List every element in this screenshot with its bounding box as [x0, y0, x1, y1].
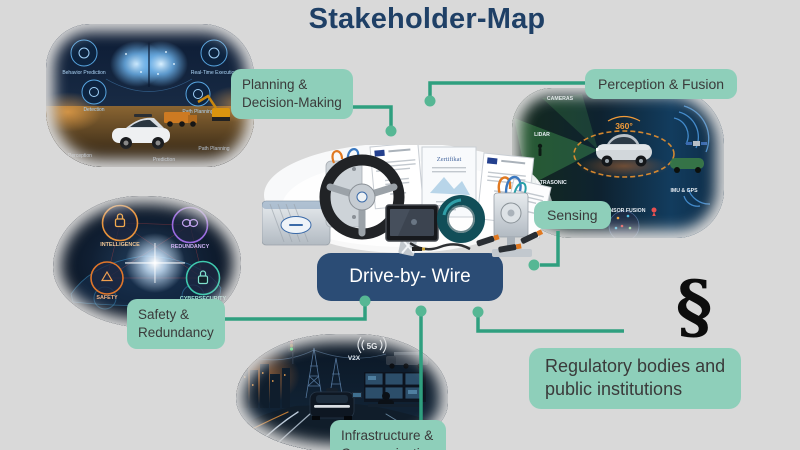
infrastructure-label-line1: Infrastructure &	[341, 428, 434, 443]
connector-plugs	[409, 229, 544, 253]
connector-dot-regulatory	[472, 306, 484, 318]
lock-icon	[114, 218, 126, 228]
page-title: Stakeholder-Map	[308, 3, 546, 35]
car-rear	[309, 388, 355, 420]
perception-label: Perception & Fusion	[585, 69, 738, 100]
satellite-icon	[686, 141, 707, 146]
sensing-image-label: IMU & GPS	[670, 188, 698, 194]
planning-ground-label: Path Planning	[198, 146, 229, 152]
pedestrian	[537, 143, 543, 156]
sensing-image-label: LIDAR	[534, 132, 550, 138]
power-towers	[245, 347, 387, 399]
safety-label-line2: Redundancy	[138, 324, 214, 340]
safety-image-label: INTELLIGENCE	[100, 242, 140, 248]
drive-by-wire-node: Drive-by- Wire	[317, 253, 503, 301]
connector-dot-planning	[385, 125, 397, 137]
sensing-label: Sensing	[534, 201, 611, 230]
lidar-cone	[514, 118, 598, 186]
planning-ground-label: Prediction	[153, 157, 175, 163]
connector-dot-infrastructure	[415, 305, 427, 317]
planning-label: Planning & Decision-Making	[231, 69, 353, 119]
city-skyline	[238, 362, 290, 408]
connector-safety	[225, 306, 367, 321]
control-room-monitors	[352, 372, 426, 407]
safety-label: Safety & Redundancy	[127, 299, 225, 349]
intelligence-circle: INTELLIGENCE	[100, 204, 140, 248]
sensing-image-label: ULTRASONIC	[533, 180, 567, 186]
perception-label-line1: Perception & Fusion	[598, 76, 725, 92]
traffic-light	[288, 339, 295, 364]
dump-truck	[164, 112, 197, 127]
operator-silhouette	[382, 392, 390, 400]
5g-icon: 5G	[357, 336, 387, 354]
regulatory-label: Regulatory bodies and public institution…	[529, 348, 742, 409]
map-pin-icon	[651, 207, 657, 216]
actuator	[492, 175, 532, 257]
360-label: 360°	[615, 121, 633, 131]
planning-node-label: Path Planning	[182, 109, 213, 115]
paragraph-section-icon: §	[675, 265, 713, 348]
connector-dot-perception	[424, 95, 436, 107]
steering-wheel	[319, 148, 405, 240]
connector-dot-sensing	[528, 259, 540, 271]
5g-label: 5G	[367, 342, 378, 351]
green-car	[670, 158, 704, 173]
planning-node-label: Detection	[83, 107, 104, 113]
planning-label-line2: Decision-Making	[242, 94, 342, 110]
connector-planning	[353, 105, 393, 127]
white-car	[112, 114, 170, 149]
regulatory-label-line2: public institutions	[545, 379, 683, 400]
planning-node-label: Real-Time Execution	[191, 70, 237, 76]
lock-icon	[197, 275, 209, 285]
hardware-collage-art: Zertifikat	[262, 145, 552, 257]
certificate-title: Zertifikat	[437, 156, 462, 163]
cable-coil	[437, 195, 485, 243]
warning-triangle-icon	[100, 270, 114, 282]
planning-image-art: Behavior Prediction Real-Time Execution …	[46, 24, 254, 167]
regulatory-label-line1: Regulatory bodies and	[545, 356, 726, 376]
hardware-collage: Zertifikat	[262, 145, 554, 260]
orange-wire	[331, 150, 344, 164]
infrastructure-label: Infrastructure & Communication	[330, 420, 446, 450]
planning-node-label: Behavior Prediction	[62, 70, 106, 76]
safety-image-label: SAFETY	[96, 295, 118, 301]
planning-ground-label: Perception	[68, 153, 92, 159]
safety-circle: SAFETY	[90, 261, 124, 301]
safety-image-label: REDUNDANCY	[171, 244, 210, 250]
sensing-image-label: SENSOR FUSION	[603, 208, 646, 214]
brain-icon	[110, 41, 188, 87]
planning-label-line1: Planning &	[242, 77, 308, 92]
sensor-fusion-dome	[608, 210, 640, 238]
excavator	[197, 94, 230, 121]
ecu-box	[262, 200, 331, 246]
planning-node-circles: Behavior Prediction Real-Time Execution …	[62, 39, 237, 115]
drive-by-wire-label: Drive-by- Wire	[349, 266, 471, 287]
sensing-image-label: CAMERAS	[547, 96, 574, 102]
display-unit	[385, 204, 439, 257]
redundancy-circle: REDUNDANCY	[171, 206, 210, 250]
safety-label-line1: Safety &	[138, 307, 190, 322]
360-badge: 360°	[607, 115, 641, 131]
connector-regulatory	[476, 317, 624, 333]
sensing-label-line1: Sensing	[547, 207, 598, 223]
infrastructure-label-line2: Communication	[341, 445, 435, 450]
brain-icon	[181, 218, 192, 228]
planning-image: Behavior Prediction Real-Time Execution …	[46, 24, 254, 167]
360-ring	[573, 130, 675, 178]
silver-car	[596, 134, 652, 167]
v2x-label: V2X	[348, 355, 361, 362]
